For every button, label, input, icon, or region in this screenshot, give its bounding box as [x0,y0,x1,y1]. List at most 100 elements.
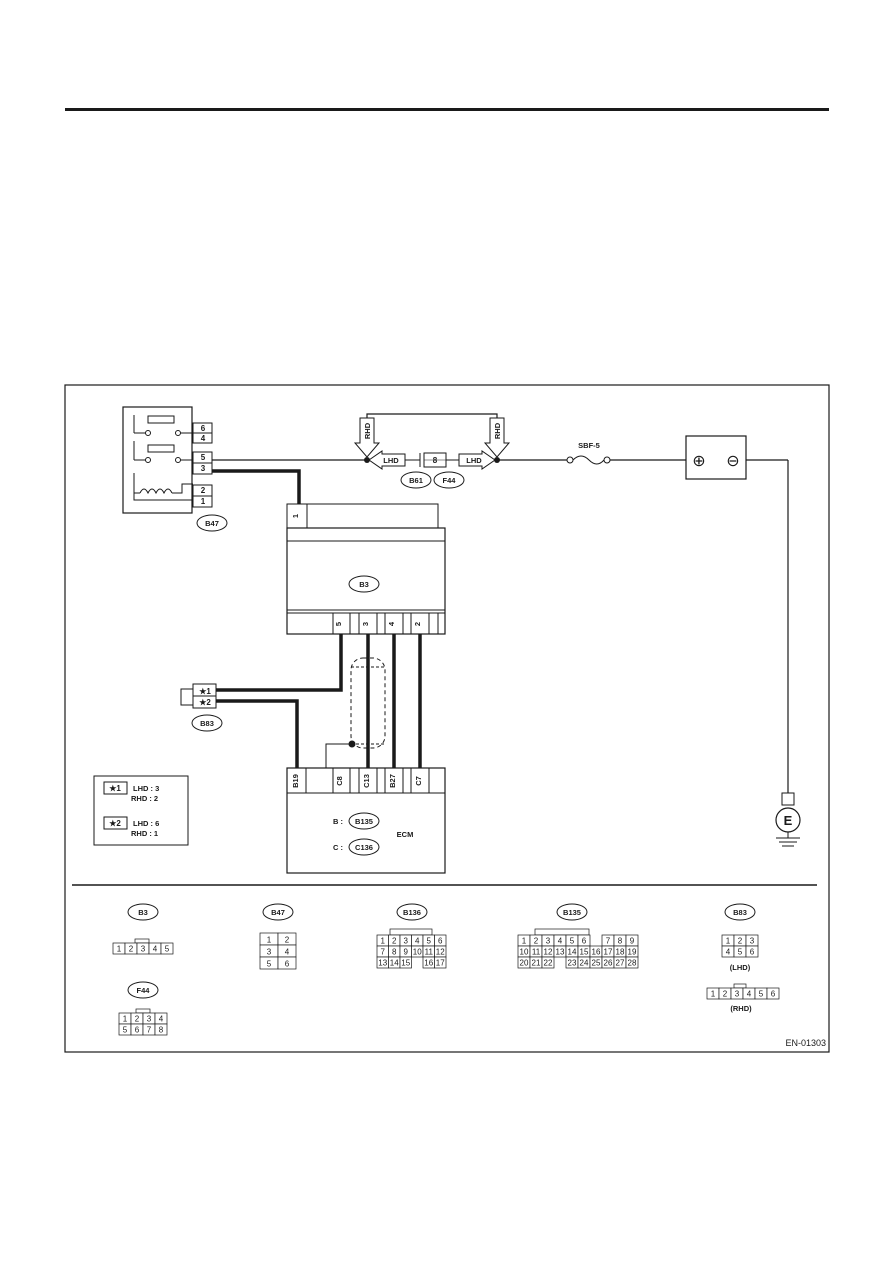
relay-b47 [122,406,193,514]
pinout-b135-pin: 28 [628,959,637,968]
header-rule [65,108,829,111]
pinout-b135-pin: 21 [532,959,541,968]
relay-pin-4: 4 [201,434,206,443]
pinout-b136-pin: 2 [392,937,397,946]
connector-tag-c136 [348,838,380,856]
connector-tag-b83 [191,714,223,732]
sensor-b83 [180,683,217,709]
pinout-b83-rhd-pin: 5 [759,990,764,999]
pinout-b3-pin: 1 [117,945,122,954]
pinout-b83-rhd-pin: 4 [747,990,752,999]
ecm-connector-c-prefix: C : [333,843,343,852]
pinout-b135-pin: 1 [522,937,527,946]
svg-text:RHD : 1: RHD : 1 [131,829,158,838]
svg-text:LHD : 6: LHD : 6 [133,819,159,828]
b3-pin-5: 5 [334,622,343,626]
figure-code: EN-01303 [785,1038,826,1048]
pinout-b135-pin: 25 [592,959,601,968]
ecm-box [286,767,446,874]
pinout-b135-pin: 9 [630,937,635,946]
ecm-pin-c7: C7 [414,776,423,786]
ecm-pin-c13: C13 [362,774,371,788]
pinout-tag-b3 [127,903,159,921]
lhd-label-left: LHD [383,456,399,465]
pinout-b135-pin: 4 [558,937,563,946]
pinout-b136-pin: 3 [404,937,409,946]
svg-text:LHD : 3: LHD : 3 [133,784,159,793]
relay-pin-3: 3 [201,464,206,473]
pinout-b47-pin: 3 [267,948,272,957]
legend-box [93,775,189,846]
sensor-pin-star1: ★1 [199,687,211,696]
pinout-b3-pin: 4 [153,945,158,954]
pinout-b135-pin: 27 [616,959,625,968]
pinout-f44-pin: 4 [159,1015,164,1024]
rhd-bypass [353,413,511,458]
connector-tag-b61 [400,471,432,489]
connector-tag-b3 [348,575,380,593]
pinout-tag-f44 [127,981,159,999]
signal-wires [216,634,422,768]
pinout-b83-lhd-pin: 2 [738,937,743,946]
pinout-b135-pin: 8 [618,937,623,946]
pinout-b136-cell [434,956,447,969]
connector-tag-f44-label: F44 [443,476,457,485]
pinout-b135-pin: 11 [532,948,541,957]
pinout-b135-pin: 23 [568,959,577,968]
relay-pin-1: 1 [201,497,206,506]
b3-pin-4: 4 [387,621,396,626]
pinout-b136-pin: 9 [404,948,409,957]
pinout-b3-pin: 2 [129,945,134,954]
ecm-label: ECM [397,830,414,839]
pinout-b83-rhd-pin: 3 [735,990,740,999]
pinout-b83-lhd-pin: 3 [750,937,755,946]
lhd-arrows [368,450,496,470]
ground-symbol [775,792,801,847]
pinout-b135-pin: 6 [582,937,587,946]
pinout-tag-b47 [262,903,294,921]
legend-entry-1: ★1 LHD : 3 RHD : 2 [103,781,159,803]
connector-tag-c136-label: C136 [355,843,373,852]
svg-text:★2: ★2 [109,819,121,828]
pinout-b135-pin: 18 [616,948,625,957]
battery-minus: ⊖ [726,453,739,470]
rhd-label-left: RHD [363,422,372,439]
fuse-symbol [566,455,611,465]
pinout-b135-pin: 19 [628,948,637,957]
pinout-b136-pin: 15 [401,959,410,968]
pinout-tag-b135 [556,903,588,921]
wire-relay-to-b3 [212,469,301,504]
b3-block [286,503,446,635]
pinout-f44-pin: 5 [123,1026,128,1035]
pinout-b83-lhd-pin: 5 [738,948,743,957]
pinout-b3-cell [160,942,174,955]
battery-plus: ⊕ [692,453,705,470]
pinout-b135-cell [625,956,639,969]
pinout-b47-cell [277,956,297,970]
pinout-b135-pin: 7 [606,937,611,946]
pinout-b136-pin: 17 [436,959,445,968]
mid-connector-pin: 8 [433,456,438,465]
ecm-connector-b-prefix: B : [333,817,343,826]
pinout-b135-pin: 20 [520,959,529,968]
mid-connector [419,452,447,468]
pinout-f44-pin: 6 [135,1026,140,1035]
pinout-b135-pin: 15 [580,948,589,957]
pinout-b135-pin: 22 [544,959,553,968]
rhd-label-right: RHD [493,422,502,439]
pinout-b83-rhd-pin: 1 [711,990,716,999]
ecm-pin-b27: B27 [388,774,397,788]
pinout-b3-pin: 3 [141,945,146,954]
pinout-tag-b136 [396,903,428,921]
pinout-b135-pin: 12 [544,948,553,957]
pinout-f44-pin: 2 [135,1015,140,1024]
pinout-b136-pin: 12 [436,948,445,957]
pinout-b136-pin: 10 [413,948,422,957]
pinout-tag-b136-label: B136 [403,908,421,917]
pinout-b135-cell [541,956,555,969]
pinout-b135-pin: 3 [546,937,551,946]
relay-pin-2: 2 [201,486,206,495]
pinout-f44-pin: 8 [159,1026,164,1035]
